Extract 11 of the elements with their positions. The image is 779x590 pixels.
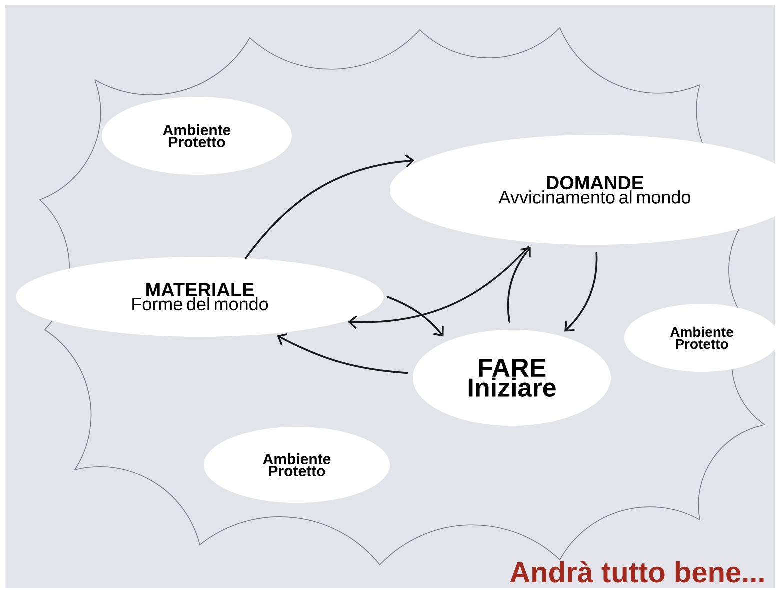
ellipse-node: Ambiente Protetto (204, 427, 390, 503)
arrow (245, 154, 415, 259)
slogan: Andrà tutto bene... (510, 561, 764, 583)
arrow (564, 252, 598, 332)
ellipse-node: FARE Iniziare (413, 330, 611, 426)
arrow (348, 246, 530, 330)
arrow (507, 247, 531, 323)
ellipse-node: Ambiente Protetto (102, 97, 292, 175)
arrow (277, 333, 408, 374)
ellipse-node: MATERIALE Forme del mondo (16, 257, 384, 337)
arrow (386, 296, 444, 337)
